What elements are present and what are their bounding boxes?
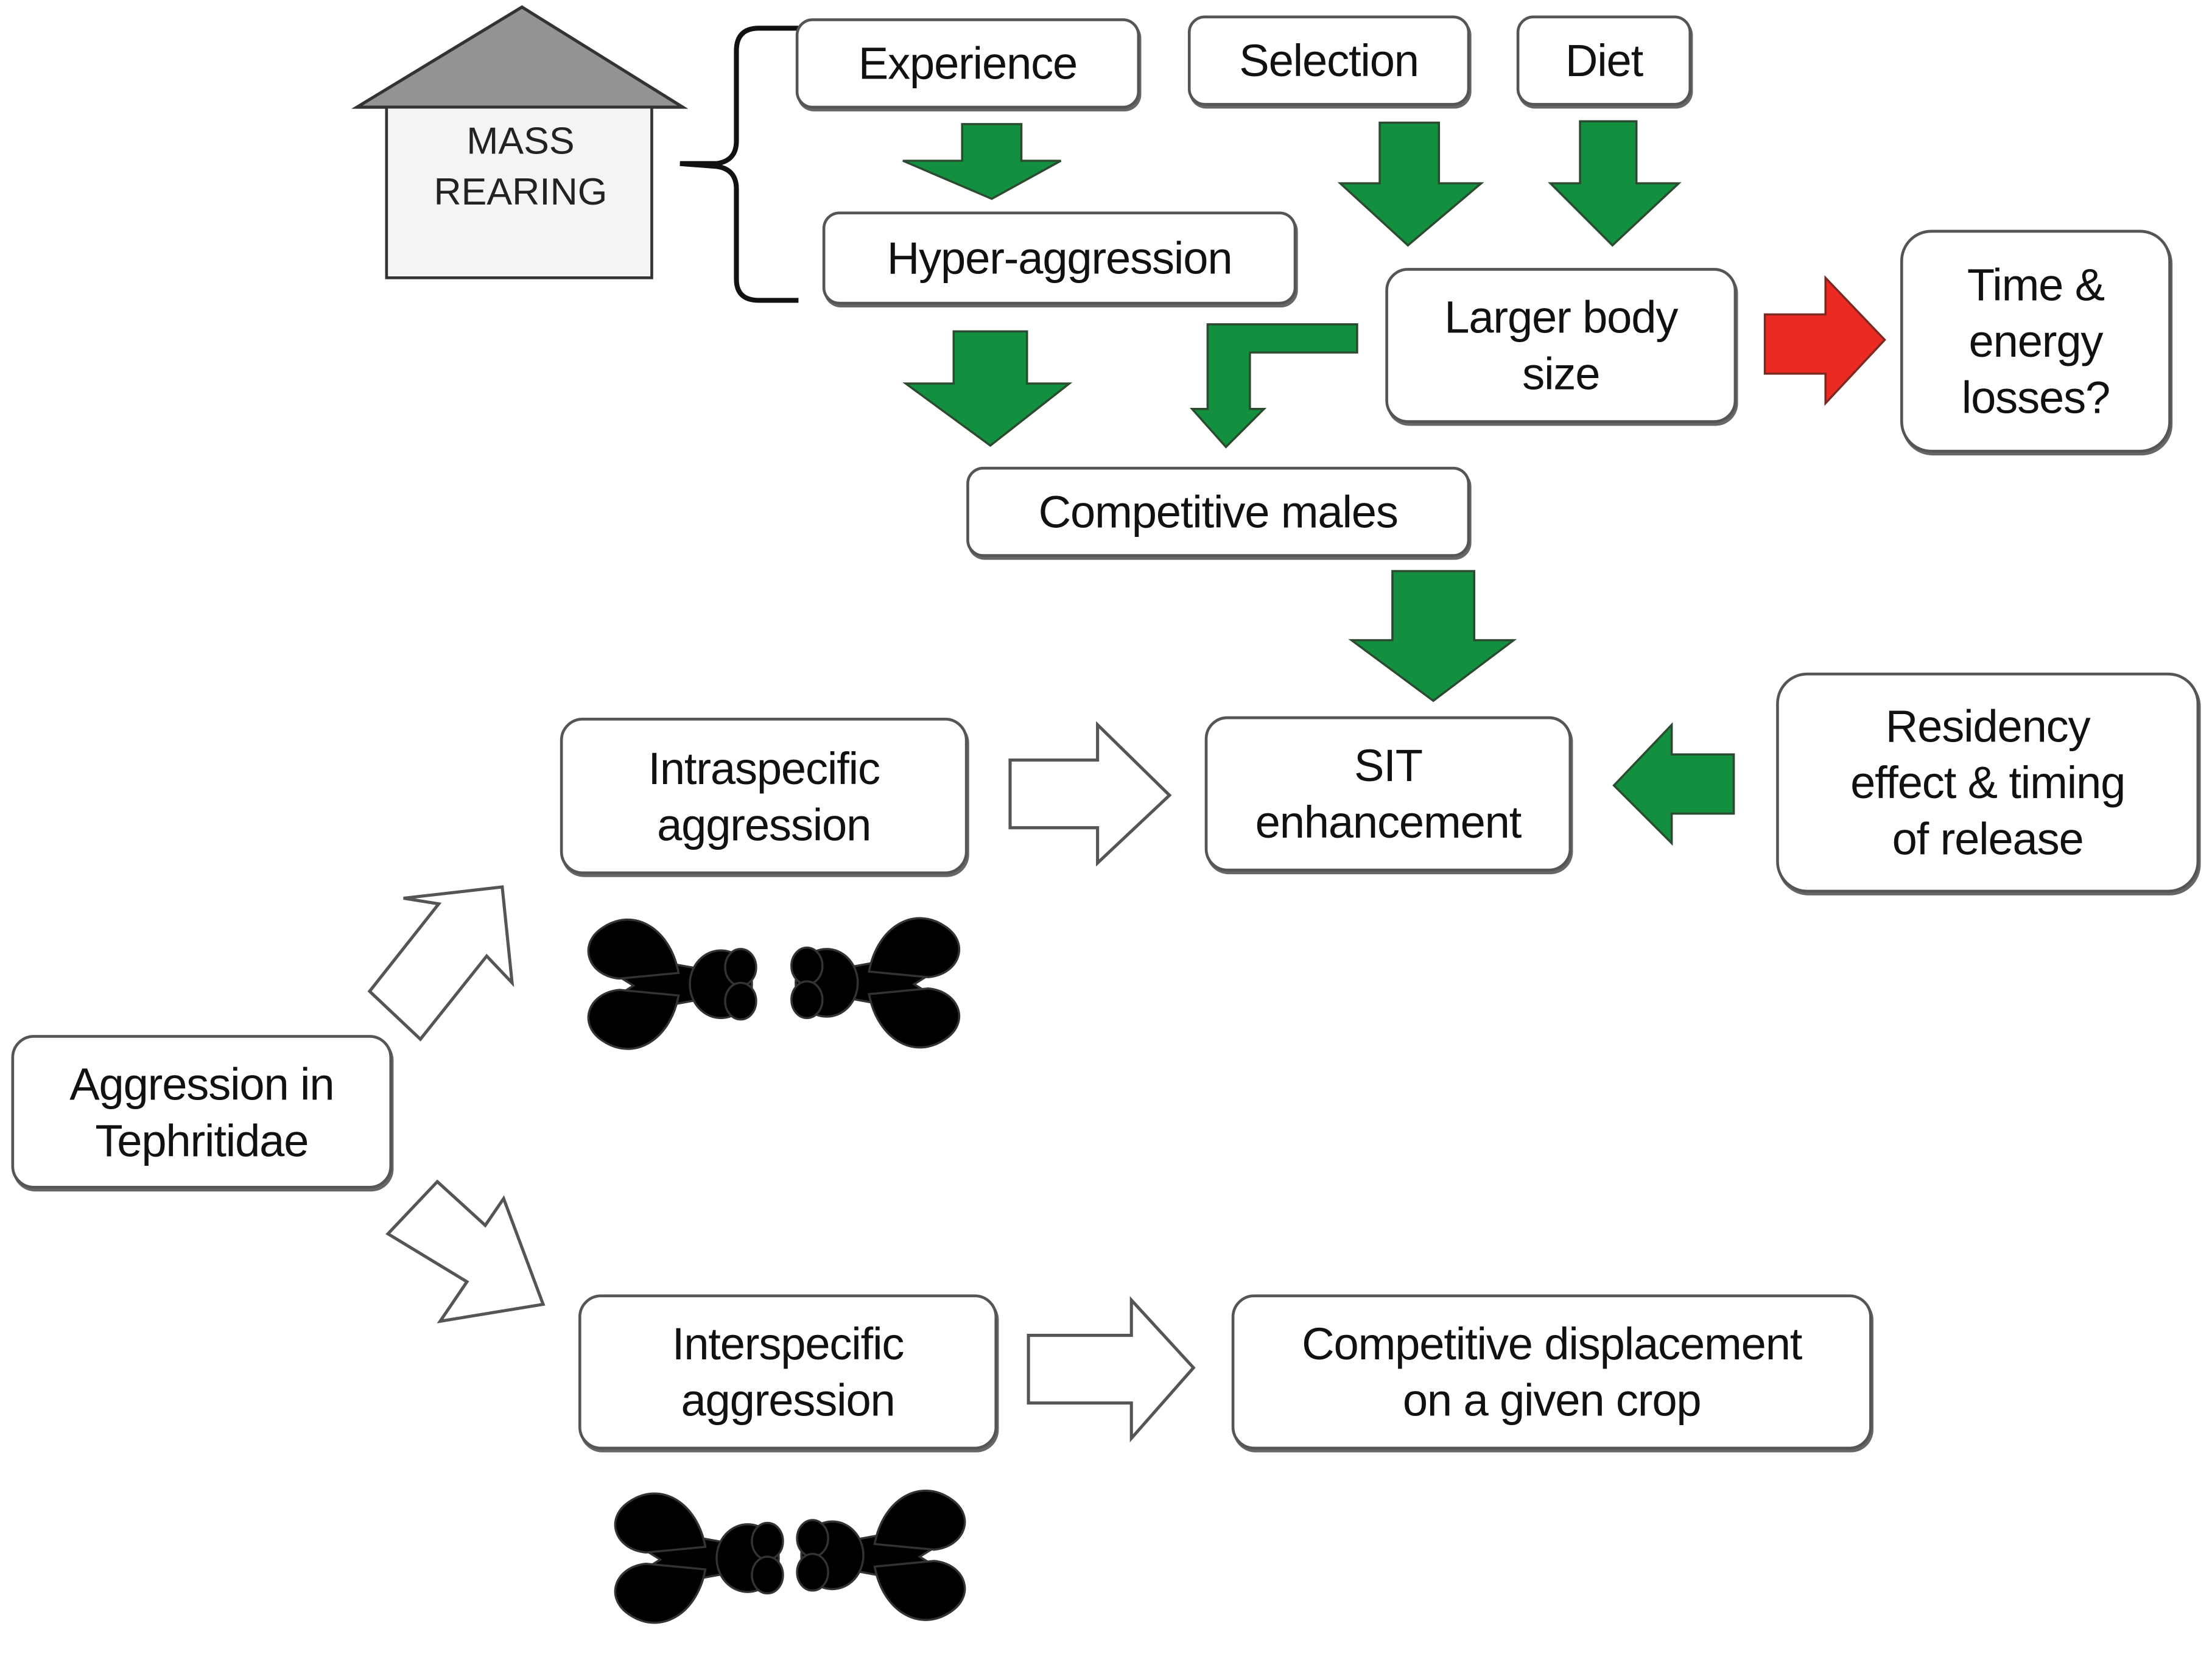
node-residency-effect: Residency effect & timing of release <box>1776 672 2200 893</box>
node-intraspecific-aggression: Intraspecific aggression <box>560 717 968 875</box>
node-interspecific-aggression: Interspecific aggression <box>578 1294 998 1450</box>
node-competitive-displacement-label: Competitive displacement on a given crop <box>1302 1318 1802 1426</box>
node-larger-body-size-label: Larger body size <box>1444 292 1678 399</box>
node-aggression-in-tephritidae: Aggression in Tephritidae <box>11 1035 393 1189</box>
fly-interspecific-left-icon <box>614 1492 784 1624</box>
fly-intraspecific-right-icon <box>790 917 961 1049</box>
arrow-aggression-to-interspecific <box>385 1179 546 1323</box>
arrow-aggression-to-intraspecific <box>367 885 514 1042</box>
node-hyper-aggression-label: Hyper-aggression <box>887 233 1233 284</box>
node-selection-label: Selection <box>1239 35 1419 86</box>
node-competitive-displacement: Competitive displacement on a given crop <box>1231 1294 1872 1450</box>
node-time-energy-losses-label: Time & energy losses? <box>1961 259 2110 423</box>
node-interspecific-aggression-label: Interspecific aggression <box>672 1318 905 1426</box>
node-intraspecific-aggression-label: Intraspecific aggression <box>648 742 880 850</box>
node-diet-label: Diet <box>1565 35 1643 86</box>
node-sit-enhancement: SIT enhancement <box>1204 716 1572 872</box>
node-time-energy-losses: Time & energy losses? <box>1900 230 2171 453</box>
node-competitive-males: Competitive males <box>966 466 1470 557</box>
node-sit-enhancement-label: SIT enhancement <box>1255 740 1522 848</box>
node-larger-body-size: Larger body size <box>1385 268 1737 423</box>
arrow-diet-to-bodysize <box>1548 120 1682 247</box>
node-residency-effect-label: Residency effect & timing of release <box>1850 701 2126 864</box>
arrow-bodysize-to-timeenergy <box>1763 275 1886 406</box>
mass-rearing-label: MASS REARING <box>434 119 608 213</box>
node-diet: Diet <box>1516 15 1692 106</box>
arrow-experience-to-hyperaggression <box>902 123 1062 200</box>
arrow-bodysize-to-competitivemales <box>1189 323 1358 449</box>
arrow-competitivemales-to-sit <box>1348 570 1517 703</box>
fly-intraspecific-left-icon <box>587 918 757 1050</box>
node-selection: Selection <box>1187 15 1470 106</box>
node-experience-label: Experience <box>858 38 1078 89</box>
node-aggression-in-tephritidae-label: Aggression in Tephritidae <box>69 1058 334 1166</box>
arrow-interspecific-to-displacement <box>1027 1296 1196 1443</box>
arrow-hyperaggression-to-competitivemales <box>902 330 1073 447</box>
arrow-selection-to-bodysize <box>1337 121 1484 247</box>
node-competitive-males-label: Competitive males <box>1038 486 1399 538</box>
node-hyper-aggression: Hyper-aggression <box>822 211 1297 305</box>
brace-icon <box>679 26 799 303</box>
arrow-residency-to-sit <box>1612 722 1735 846</box>
arrow-intraspecific-to-sit <box>1008 721 1172 867</box>
node-experience: Experience <box>795 18 1140 109</box>
house-wall <box>385 105 653 279</box>
fly-interspecific-right-icon <box>796 1489 966 1621</box>
